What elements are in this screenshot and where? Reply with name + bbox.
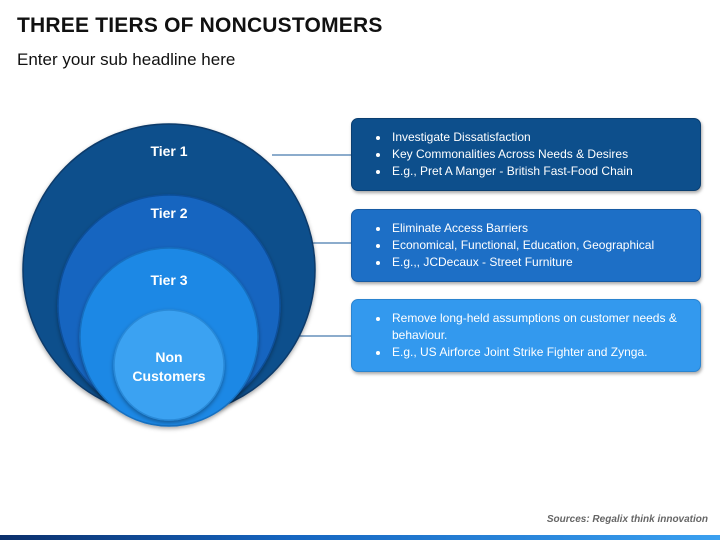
tier-3-bullet-list: Remove long-held assumptions on customer… bbox=[372, 310, 688, 361]
tier-2-info-box: Eliminate Access Barriers Economical, Fu… bbox=[351, 209, 701, 282]
tier-2-bullet: Economical, Functional, Education, Geogr… bbox=[390, 237, 688, 254]
tier-2-bullet-list: Eliminate Access Barriers Economical, Fu… bbox=[372, 220, 688, 271]
tier-3-bullet: Remove long-held assumptions on customer… bbox=[390, 310, 688, 344]
tier-1-bullet: Investigate Dissatisfaction bbox=[390, 129, 688, 146]
bottom-accent-bar bbox=[0, 535, 720, 540]
noncustomers-core-circle bbox=[113, 309, 225, 421]
tier-2-bullet: Eliminate Access Barriers bbox=[390, 220, 688, 237]
tier-2-label: Tier 2 bbox=[150, 205, 187, 221]
page-title: THREE TIERS OF NONCUSTOMERS bbox=[17, 14, 383, 37]
tier-1-bullet-list: Investigate Dissatisfaction Key Commonal… bbox=[372, 129, 688, 180]
tier-3-bullet: E.g., US Airforce Joint Strike Fighter a… bbox=[390, 344, 688, 361]
page-subtitle: Enter your sub headline here bbox=[17, 50, 236, 69]
tier-1-info-box: Investigate Dissatisfaction Key Commonal… bbox=[351, 118, 701, 191]
core-label-line-2: Customers bbox=[132, 368, 205, 384]
tier-1-bullet: E.g., Pret A Manger - British Fast-Food … bbox=[390, 163, 688, 180]
tier-3-info-box: Remove long-held assumptions on customer… bbox=[351, 299, 701, 372]
source-note: Sources: Regalix think innovation bbox=[546, 514, 708, 525]
tier-1-bullet: Key Commonalities Across Needs & Desires bbox=[390, 146, 688, 163]
core-label-line-1: Non bbox=[155, 349, 182, 365]
tier-3-label: Tier 3 bbox=[150, 272, 187, 288]
tier-1-label: Tier 1 bbox=[150, 143, 187, 159]
tier-2-bullet: E.g.,, JCDecaux - Street Furniture bbox=[390, 254, 688, 271]
